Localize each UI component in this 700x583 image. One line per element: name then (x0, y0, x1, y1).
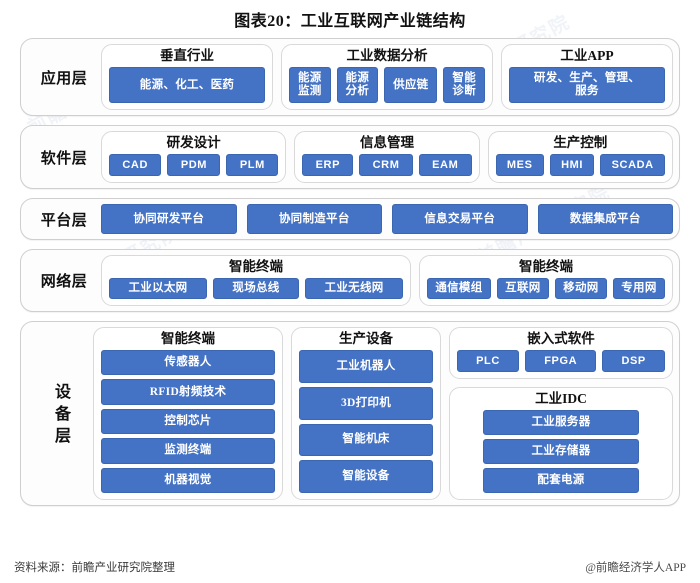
chip-item[interactable]: 供应链 (384, 67, 438, 103)
chip-item[interactable]: PLC (457, 350, 520, 372)
group-title: 工业APP (560, 48, 614, 63)
chip-item[interactable]: RFID射频技术 (101, 379, 275, 405)
group-embedded-software: 嵌入式软件 PLC FPGA DSP (449, 327, 673, 379)
footer: 资料来源：前瞻产业研究院整理 @前瞻经济学人APP (0, 559, 700, 575)
group-smart-terminal-network-a: 智能终端 工业以太网 现场总线 工业无线网 (101, 255, 411, 306)
layer-label-platform: 平台层 (40, 212, 88, 229)
chip-item[interactable]: 智能 诊断 (443, 67, 485, 103)
chip-item[interactable]: 研发、生产、管理、 服务 (509, 67, 665, 103)
chip-item[interactable]: 智能机床 (299, 423, 433, 457)
group-items: MES HMI SCADA (495, 154, 665, 176)
group-title: 智能终端 (161, 331, 215, 346)
chip-item[interactable]: 配套电源 (483, 468, 639, 493)
chip-item[interactable]: 协同研发平台 (101, 204, 237, 234)
credit-note: @前瞻经济学人APP (585, 562, 686, 574)
chip-item[interactable]: SCADA (600, 154, 665, 176)
layer-row-network: 网络层 智能终端 工业以太网 现场总线 工业无线网 智能终端 通信模组 互联网 … (20, 249, 680, 312)
group-items: 能源、化工、医药 (109, 67, 265, 103)
chip-item[interactable]: 移动网 (554, 278, 607, 299)
chip-item[interactable]: 数据集成平台 (537, 204, 673, 234)
group-title: 智能终端 (519, 259, 573, 274)
chip-item[interactable]: 互联网 (496, 278, 549, 299)
chip-item[interactable]: 工业以太网 (109, 278, 207, 299)
layer-groups-software: 研发设计 CAD PDM PLM 信息管理 ERP CRM EAM 生产控制 (101, 131, 673, 183)
industry-chain-diagram: 应用层 垂直行业 能源、化工、医药 工业数据分析 能源 监测 能源 分析 供应链… (20, 32, 680, 506)
chip-item[interactable]: 机器视觉 (101, 467, 275, 494)
layer-label-network: 网络层 (40, 274, 88, 290)
chip-item[interactable]: 协同制造平台 (246, 204, 382, 234)
group-title: 嵌入式软件 (527, 331, 595, 346)
chip-item[interactable]: 专用网 (612, 278, 665, 299)
chip-item[interactable]: 通信模组 (427, 278, 491, 299)
chip-item[interactable]: 工业无线网 (305, 278, 404, 299)
group-items: 能源 监测 能源 分析 供应链 智能 诊断 (289, 67, 485, 103)
group-smart-terminal-network-b: 智能终端 通信模组 互联网 移动网 专用网 (419, 255, 673, 306)
chip-item[interactable]: 监测终端 (101, 438, 275, 464)
group-items: 传感器人 RFID射频技术 控制芯片 监测终端 机器视觉 (101, 350, 275, 494)
chip-item[interactable]: 能源、化工、医药 (109, 67, 265, 103)
group-items: 研发、生产、管理、 服务 (509, 67, 665, 103)
group-title: 生产设备 (339, 331, 393, 346)
chip-item[interactable]: ERP (302, 154, 354, 176)
layer-label-application: 应用层 (40, 70, 88, 87)
group-items: 通信模组 互联网 移动网 专用网 (427, 278, 665, 299)
chip-item[interactable]: CRM (359, 154, 413, 176)
layer-row-software: 软件层 研发设计 CAD PDM PLM 信息管理 ERP CRM EAM (20, 125, 680, 189)
group-production-control: 生产控制 MES HMI SCADA (487, 131, 673, 183)
group-industrial-app: 工业APP 研发、生产、管理、 服务 (501, 44, 673, 110)
chip-item[interactable]: 3D打印机 (299, 386, 433, 420)
group-title: 垂直行业 (160, 48, 214, 63)
chip-item[interactable]: CAD (109, 154, 162, 176)
chip-item[interactable]: 信息交易平台 (392, 204, 528, 234)
source-note: 资料来源：前瞻产业研究院整理 (14, 562, 175, 574)
group-production-equipment: 生产设备 工业机器人 3D打印机 智能机床 智能设备 (291, 327, 441, 500)
chip-item[interactable]: EAM (418, 154, 472, 176)
chip-item[interactable]: PLM (226, 154, 279, 176)
chip-item[interactable]: 智能设备 (299, 460, 433, 493)
group-items: CAD PDM PLM (109, 154, 279, 176)
chip-item[interactable]: 工业存储器 (483, 439, 639, 464)
chip-item[interactable]: 工业服务器 (483, 410, 639, 435)
chip-item[interactable]: MES (495, 154, 544, 176)
layer-groups-device: 智能终端 传感器人 RFID射频技术 控制芯片 监测终端 机器视觉 生产设备 工… (93, 327, 673, 500)
group-industrial-data-analysis: 工业数据分析 能源 监测 能源 分析 供应链 智能 诊断 (281, 44, 493, 110)
group-title: 智能终端 (229, 259, 283, 274)
chip-item[interactable]: 工业机器人 (299, 350, 433, 383)
group-title: 生产控制 (553, 135, 608, 150)
chip-item[interactable]: 能源 监测 (289, 67, 331, 103)
chip-item[interactable]: FPGA (525, 350, 597, 372)
chip-item[interactable]: HMI (549, 154, 595, 176)
group-industrial-idc: 工业IDC 工业服务器 工业存储器 配套电源 (449, 387, 673, 500)
chip-item[interactable]: 能源 分析 (336, 67, 379, 103)
group-device-right-column: 嵌入式软件 PLC FPGA DSP 工业IDC 工业服务器 工业存储器 配套电… (449, 327, 673, 500)
group-vertical-industry: 垂直行业 能源、化工、医药 (101, 44, 273, 110)
group-information-management: 信息管理 ERP CRM EAM (294, 131, 480, 183)
group-title: 工业IDC (535, 391, 587, 406)
chip-item[interactable]: DSP (602, 350, 665, 372)
chip-item[interactable]: PDM (167, 154, 221, 176)
chip-item[interactable]: 现场总线 (212, 278, 300, 299)
group-items: 工业机器人 3D打印机 智能机床 智能设备 (299, 350, 433, 493)
layer-row-platform: 平台层 协同研发平台 协同制造平台 信息交易平台 数据集成平台 (20, 198, 680, 240)
group-title: 研发设计 (166, 135, 221, 150)
layer-groups-platform: 协同研发平台 协同制造平台 信息交易平台 数据集成平台 (101, 204, 673, 234)
layer-row-application: 应用层 垂直行业 能源、化工、医药 工业数据分析 能源 监测 能源 分析 供应链… (20, 38, 680, 116)
layer-row-device: 设备层 智能终端 传感器人 RFID射频技术 控制芯片 监测终端 机器视觉 生产… (20, 321, 680, 506)
group-smart-terminal-device: 智能终端 传感器人 RFID射频技术 控制芯片 监测终端 机器视觉 (93, 327, 283, 500)
group-items: PLC FPGA DSP (457, 350, 665, 372)
group-items: 工业服务器 工业存储器 配套电源 (457, 410, 665, 493)
chip-item[interactable]: 控制芯片 (101, 408, 275, 435)
group-items: ERP CRM EAM (302, 154, 472, 176)
group-title: 信息管理 (359, 135, 414, 150)
layer-groups-application: 垂直行业 能源、化工、医药 工业数据分析 能源 监测 能源 分析 供应链 智能 … (101, 44, 673, 110)
group-title: 工业数据分析 (346, 48, 428, 63)
layer-label-software: 软件层 (40, 150, 88, 167)
layer-label-device: 设备层 (52, 382, 69, 449)
group-rd-design: 研发设计 CAD PDM PLM (101, 131, 287, 183)
layer-groups-network: 智能终端 工业以太网 现场总线 工业无线网 智能终端 通信模组 互联网 移动网 … (101, 255, 673, 306)
chip-item[interactable]: 传感器人 (101, 350, 275, 376)
group-items: 工业以太网 现场总线 工业无线网 (109, 278, 404, 299)
page-title: 图表20：工业互联网产业链结构 (234, 13, 466, 30)
